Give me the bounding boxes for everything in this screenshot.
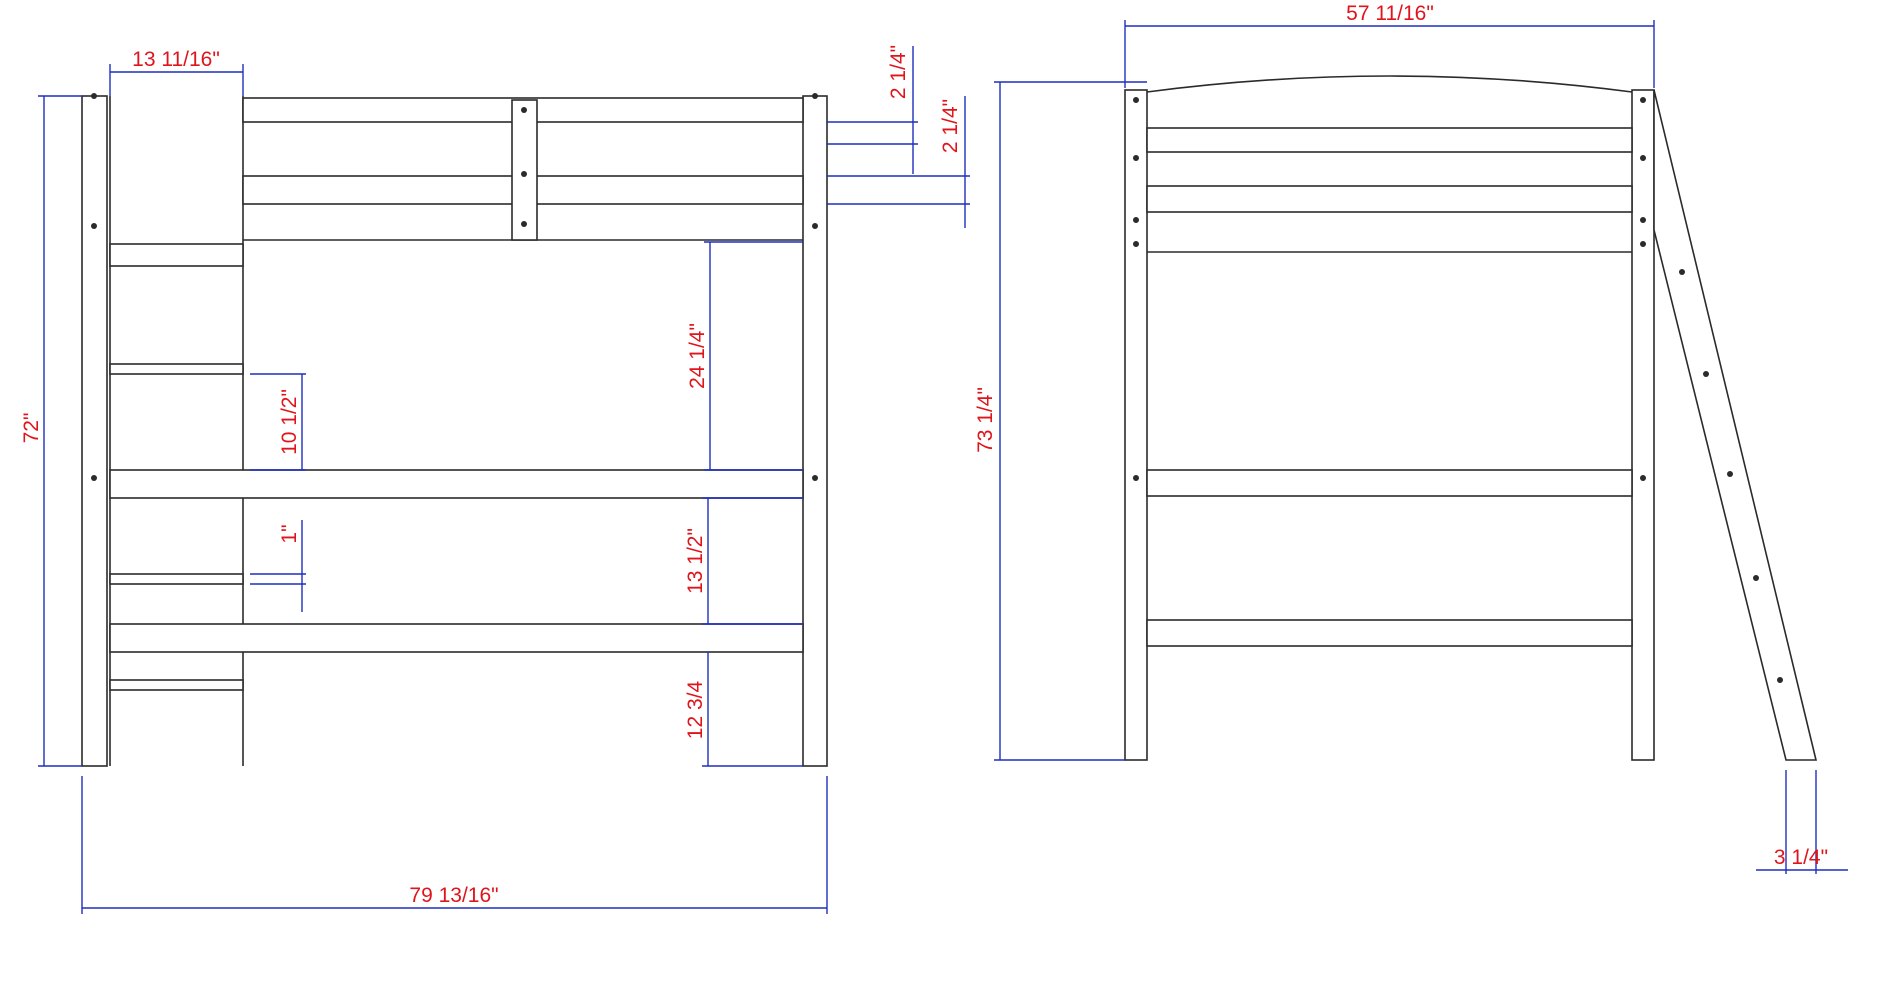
headboard-slat — [1146, 127, 1633, 153]
upper-bed-rail — [109, 469, 804, 499]
bolt — [1133, 155, 1139, 161]
headboard-slat — [1146, 185, 1633, 213]
bolt — [521, 221, 527, 227]
bolt — [1679, 269, 1685, 275]
bolt — [521, 171, 527, 177]
dim-ladder-width: 13 11/16" — [132, 48, 220, 71]
dim-end-width: 57 11/16" — [1346, 2, 1434, 25]
bolt — [1703, 371, 1709, 377]
dim-end-height: 73 1/4" — [974, 387, 997, 453]
bolt — [1133, 241, 1139, 247]
bolt — [1640, 241, 1646, 247]
headboard-curve — [1146, 75, 1633, 93]
dim-rung-gap: 10 1/2" — [278, 389, 301, 455]
dim-floor-clearance: 12 3/4 — [684, 680, 707, 739]
lower-bed-rail — [109, 623, 804, 653]
end-view — [1124, 75, 1818, 761]
end-left-post — [1124, 89, 1148, 761]
bolt — [91, 223, 97, 229]
angled-ladder — [1653, 89, 1818, 761]
bolt — [91, 93, 97, 99]
bolt — [1727, 471, 1733, 477]
ladder-rung — [109, 363, 244, 375]
dim-total-height: 72" — [20, 413, 43, 444]
ladder-rung — [109, 573, 244, 585]
bolt — [1640, 97, 1646, 103]
bolt — [521, 107, 527, 113]
dim-rung-thickness: 1" — [278, 524, 301, 543]
bolt — [1133, 217, 1139, 223]
bolt — [1640, 155, 1646, 161]
dimension-labels: 13 11/16" 72" 79 13/16" 10 1/2" 1" 24 1/… — [20, 2, 1828, 907]
end-right-post — [1631, 89, 1655, 761]
bolt — [1133, 97, 1139, 103]
dim-total-length: 79 13/16" — [409, 884, 498, 907]
ladder-rung — [109, 679, 244, 691]
bolt — [1777, 677, 1783, 683]
right-post — [802, 95, 828, 767]
dim-ladder-foot: 3 1/4" — [1774, 846, 1828, 869]
dim-guardrail-gap-2: 2 1/4" — [939, 99, 962, 153]
bolt — [1640, 217, 1646, 223]
dim-lower-clearance: 13 1/2" — [684, 528, 707, 594]
bolt — [812, 475, 818, 481]
dim-upper-clearance: 24 1/4" — [686, 323, 709, 389]
ladder-rung — [109, 243, 244, 267]
guardrail-bracket — [511, 99, 538, 241]
bolt — [812, 93, 818, 99]
end-lower-rail — [1146, 619, 1633, 647]
bolt — [91, 475, 97, 481]
bolt — [1753, 575, 1759, 581]
dimension-lines — [38, 20, 1848, 914]
left-post — [81, 95, 108, 767]
bolt — [1133, 475, 1139, 481]
end-upper-rail — [1146, 469, 1633, 497]
bolt — [812, 223, 818, 229]
bolt — [1640, 475, 1646, 481]
side-view — [81, 93, 828, 767]
dim-guardrail-gap-1: 2 1/4" — [887, 45, 910, 99]
